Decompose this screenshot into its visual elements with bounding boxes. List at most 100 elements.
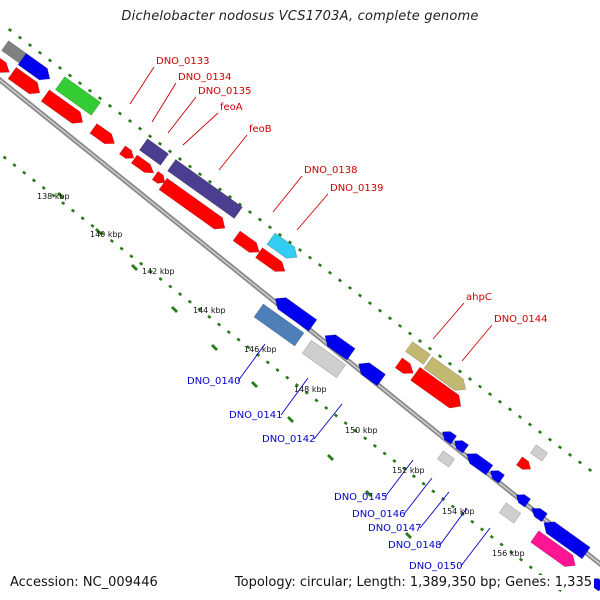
tick-mark-layer: [2, 28, 593, 592]
outer-tick-dot: [7, 28, 13, 32]
inner-tick-dot: [197, 307, 202, 312]
scale-tick-mark: [405, 532, 412, 539]
inner-tick-dot: [392, 459, 397, 464]
gene-feature: [266, 232, 298, 259]
gene-label-leader: [218, 134, 248, 171]
outer-tick-dot: [467, 376, 473, 381]
gene-feature: [529, 444, 549, 462]
outer-tick-dot: [87, 88, 93, 93]
outer-tick-dot: [137, 126, 143, 131]
outer-tick-dot: [157, 141, 163, 146]
gene-feature: [17, 52, 51, 81]
gene-label-reverse: DNO_0140: [187, 376, 241, 387]
gene-label-reverse: DNO_0142: [262, 434, 316, 445]
inner-tick-dot: [22, 170, 27, 175]
gene-feature: [358, 362, 386, 387]
inner-tick-dot: [226, 330, 231, 335]
gene-label-leader: [460, 527, 491, 567]
inner-tick-dot: [265, 360, 270, 365]
inner-tick-dot: [139, 261, 144, 266]
scale-tick-label: 144 kbp: [193, 306, 226, 315]
outer-tick-dot: [237, 202, 243, 207]
gene-feature: [489, 470, 506, 484]
gene-feature: [253, 303, 305, 347]
outer-tick-dot: [227, 194, 233, 199]
outer-tick-dot: [187, 164, 193, 169]
scale-tick-mark: [327, 454, 334, 461]
map-title: Dichelobacter nodosus VCS1703A, complete…: [121, 9, 479, 24]
gene-label-leader: [129, 66, 155, 105]
outer-tick-dot: [547, 437, 553, 442]
inner-tick-dot: [450, 504, 455, 509]
outer-tick-dot: [537, 430, 543, 435]
gene-feature: [405, 341, 431, 365]
inner-tick-dot: [431, 489, 436, 494]
gene-label-leader: [296, 193, 329, 231]
inner-tick-dot: [333, 413, 339, 418]
outer-tick-dot: [217, 187, 223, 192]
inner-tick-dot: [119, 246, 124, 251]
outer-tick-dot: [407, 331, 413, 336]
gene-feature-layer: [0, 40, 600, 592]
gene-label-forward: DNO_0138: [304, 165, 358, 176]
gene-feature: [118, 145, 135, 159]
gene-label-leader: [313, 403, 343, 440]
outer-tick-dot: [437, 354, 443, 359]
inner-tick-dot: [518, 557, 524, 562]
outer-tick-dot: [147, 134, 153, 139]
gene-label-reverse: DNO_0145: [334, 492, 388, 503]
gene-label-forward: DNO_0133: [156, 56, 210, 67]
inner-tick-dot: [90, 223, 95, 228]
gene-label-leader: [151, 82, 177, 123]
gene-feature: [436, 450, 456, 468]
outer-tick-dot: [427, 346, 433, 351]
gene-feature: [394, 357, 414, 374]
gene-label-leader: [167, 96, 197, 134]
scale-tick-label: 150 kbp: [345, 426, 378, 435]
gene-label-leader: [280, 377, 309, 416]
gene-feature: [531, 508, 548, 523]
gene-label-leader: [237, 343, 266, 382]
inner-tick-dot: [187, 299, 192, 304]
outer-tick-dot: [277, 232, 283, 237]
gene-feature: [54, 76, 102, 116]
gene-label-leader: [182, 112, 219, 146]
inner-tick-dot: [382, 451, 387, 456]
outer-tick-dot: [507, 407, 513, 412]
gene-feature: [423, 356, 467, 391]
gene-feature: [232, 230, 260, 253]
scale-tick-label: 148 kbp: [294, 385, 327, 394]
inner-tick-dot: [61, 201, 66, 206]
gene-label-forward: DNO_0134: [178, 72, 232, 83]
gene-feature: [324, 334, 356, 361]
gene-label-forward: DNO_0139: [330, 183, 384, 194]
gene-label-reverse: DNO_0150: [409, 561, 463, 572]
outer-tick-dot: [127, 119, 133, 124]
genome-summary-text: Topology: circular; Length: 1,389,350 bp…: [232, 575, 594, 590]
outer-tick-dot: [387, 316, 393, 321]
inner-tick-dot: [470, 519, 475, 524]
inner-tick-dot: [158, 276, 163, 281]
outer-tick-dot: [77, 81, 83, 86]
gene-feature: [530, 530, 576, 567]
outer-tick-dot: [17, 35, 23, 40]
inner-tick-dot: [489, 534, 494, 539]
outer-tick-dot: [267, 225, 273, 230]
inner-tick-dot: [275, 368, 280, 372]
outer-tick-dot: [327, 270, 333, 275]
gene-feature: [138, 138, 170, 166]
inner-tick-dot: [178, 292, 183, 297]
scale-tick-label: 152 kbp: [392, 466, 425, 475]
gene-label-forward: DNO_0135: [198, 86, 252, 97]
gene-label-leader: [384, 459, 414, 498]
inner-tick-dot: [168, 284, 173, 289]
inner-tick-dot: [343, 421, 348, 426]
inner-tick-dot: [2, 155, 7, 160]
outer-tick-dot: [337, 278, 343, 283]
inner-tick-dot: [304, 390, 309, 395]
gene-label-forward: DNO_0144: [494, 314, 548, 325]
scale-tick-label: 156 kbp: [492, 549, 525, 558]
inner-tick-dot: [402, 466, 407, 471]
outer-tick-dot: [557, 445, 563, 450]
